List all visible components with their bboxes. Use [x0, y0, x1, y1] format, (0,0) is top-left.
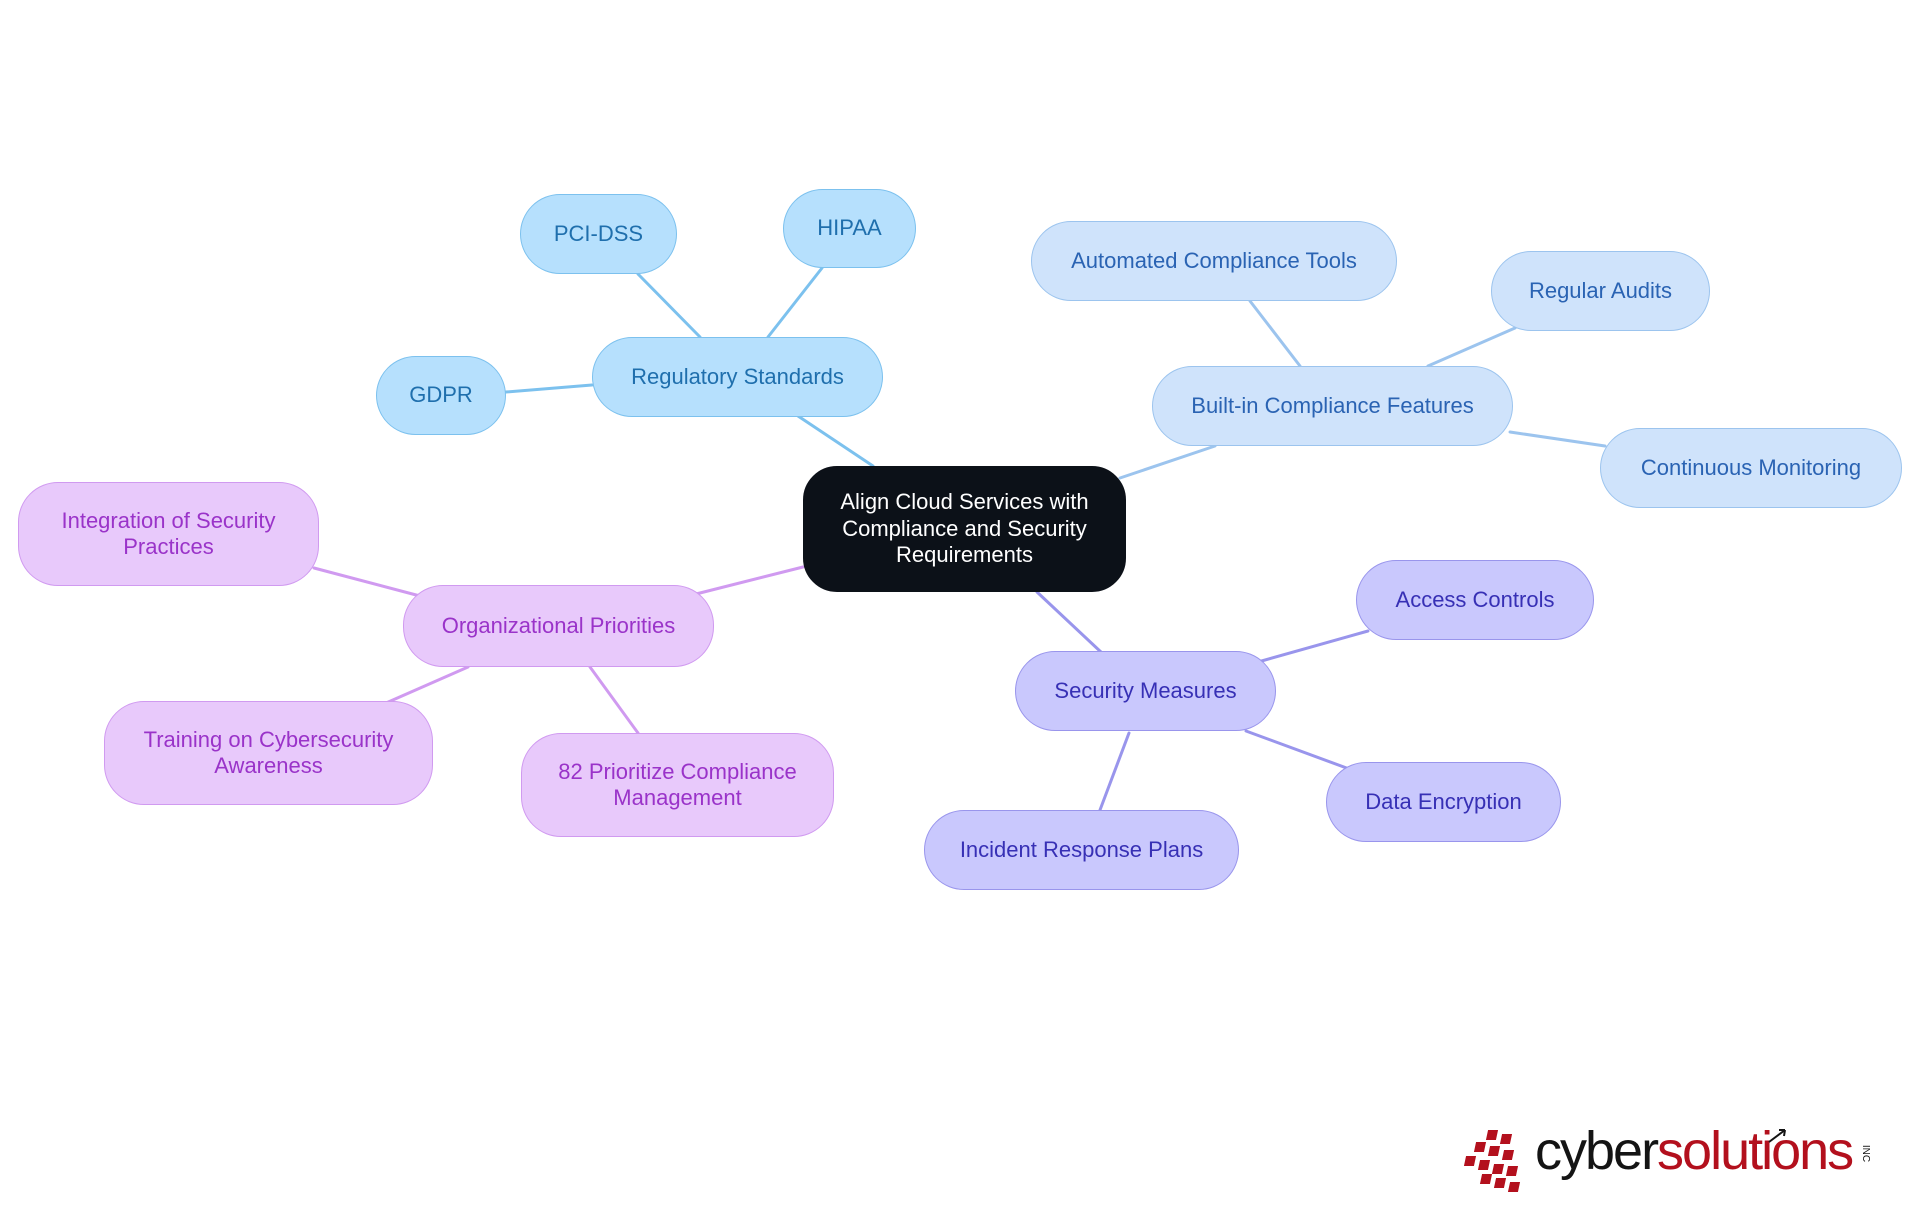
- data-encryption-node[interactable]: Data Encryption: [1326, 762, 1561, 842]
- edge-organizational-training: [384, 665, 470, 705]
- security-measures-node[interactable]: Security Measures: [1015, 651, 1276, 731]
- edge-security-encryption: [1244, 729, 1354, 772]
- continuous-monitoring-label: Continuous Monitoring: [1640, 454, 1862, 480]
- edge-regulatory-gdpr: [504, 383, 594, 394]
- training-line-1: Training on Cybersecurity: [143, 726, 394, 752]
- edge-regulatory-pci: [636, 272, 702, 339]
- prioritize-line-2: Management: [613, 785, 742, 810]
- data-encryption-label: Data Encryption: [1365, 788, 1522, 814]
- pci-dss-label: PCI-DSS: [553, 220, 644, 246]
- edge-builtin-monitoring: [1508, 430, 1607, 448]
- automated-compliance-tools-node[interactable]: Automated Compliance Tools: [1031, 221, 1397, 301]
- pci-dss-node[interactable]: PCI-DSS: [520, 194, 677, 274]
- central-topic-line-2: Compliance and Security: [842, 515, 1087, 541]
- edge-security-access: [1256, 629, 1370, 664]
- logo-wordmark: cybersolutions: [1535, 1120, 1854, 1182]
- continuous-monitoring-node[interactable]: Continuous Monitoring: [1600, 428, 1902, 508]
- training-line-2: Awareness: [214, 753, 323, 778]
- edge-security-incident: [1098, 731, 1131, 812]
- integration-line-2: Practices: [123, 534, 214, 559]
- regular-audits-node[interactable]: Regular Audits: [1491, 251, 1710, 331]
- prioritize-line-1: 82 Prioritize Compliance: [558, 758, 797, 784]
- organizational-priorities-node[interactable]: Organizational Priorities: [403, 585, 714, 667]
- logo-swoosh-icon: [1768, 1129, 1786, 1143]
- integration-of-security-practices-node[interactable]: Integration of Security Practices: [18, 482, 319, 586]
- logo-word-solutions: solutions: [1657, 1121, 1854, 1181]
- edge-central-security: [1035, 590, 1104, 655]
- gdpr-label: GDPR: [409, 382, 473, 408]
- security-measures-label: Security Measures: [1054, 677, 1237, 703]
- central-topic-line-3: Requirements: [896, 542, 1033, 568]
- regular-audits-label: Regular Audits: [1528, 277, 1673, 303]
- edge-builtin-audits: [1426, 326, 1517, 368]
- cybersolutions-logo: cybersolutions INC: [1463, 1120, 1885, 1200]
- regulatory-standards-label: Regulatory Standards: [631, 363, 844, 389]
- incident-response-plans-label: Incident Response Plans: [959, 836, 1204, 862]
- organizational-priorities-label: Organizational Priorities: [441, 612, 676, 638]
- edge-central-regulatory: [796, 414, 875, 468]
- hipaa-label: HIPAA: [817, 215, 882, 241]
- edge-organizational-integration: [312, 566, 422, 598]
- training-on-cybersecurity-awareness-node[interactable]: Training on Cybersecurity Awareness: [104, 701, 433, 805]
- edge-central-organizational: [694, 565, 805, 596]
- integration-line-1: Integration of Security: [61, 507, 276, 533]
- hipaa-node[interactable]: HIPAA: [783, 189, 916, 268]
- regulatory-standards-node[interactable]: Regulatory Standards: [592, 337, 883, 417]
- edge-regulatory-hipaa: [766, 266, 824, 339]
- builtin-compliance-features-node[interactable]: Built-in Compliance Features: [1152, 366, 1513, 446]
- incident-response-plans-node[interactable]: Incident Response Plans: [924, 810, 1239, 890]
- edge-builtin-automated: [1248, 299, 1302, 368]
- edge-organizational-prioritize: [588, 665, 640, 735]
- automated-compliance-tools-label: Automated Compliance Tools: [1071, 247, 1357, 273]
- access-controls-node[interactable]: Access Controls: [1356, 560, 1594, 640]
- central-topic-node[interactable]: Align Cloud Services with Compliance and…: [803, 466, 1126, 592]
- edge-central-builtin: [1118, 444, 1217, 480]
- prioritize-compliance-management-node[interactable]: 82 Prioritize Compliance Management: [521, 733, 834, 837]
- access-controls-label: Access Controls: [1395, 586, 1555, 612]
- logo-pixel-mark-icon: [1463, 1130, 1535, 1194]
- builtin-compliance-features-label: Built-in Compliance Features: [1191, 392, 1474, 418]
- gdpr-node[interactable]: GDPR: [376, 356, 506, 435]
- logo-word-cyber: cyber: [1535, 1121, 1659, 1181]
- logo-inc-suffix: INC: [1860, 1144, 1872, 1163]
- central-topic-line-1: Align Cloud Services with: [840, 489, 1089, 515]
